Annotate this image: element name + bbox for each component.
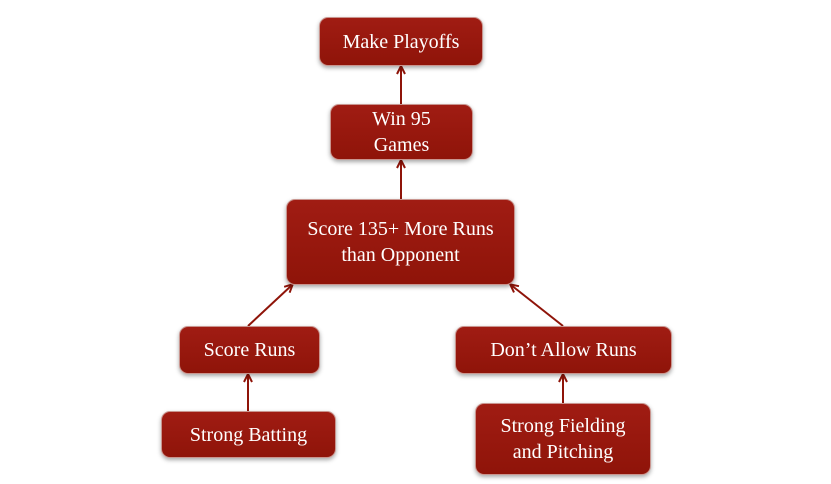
node-label: Score 135+ More Runs than Opponent (307, 218, 494, 266)
node-strong-batting: Strong Batting (161, 411, 336, 458)
arrow-allow-to-score (511, 285, 564, 327)
node-label: Score Runs (203, 339, 296, 361)
node-strong-fielding-pitching: Strong Fielding and Pitching (475, 403, 651, 475)
node-dont-allow-runs: Don’t Allow Runs (455, 326, 672, 374)
node-score-runs: Score Runs (179, 326, 320, 374)
node-label: Make Playoffs (342, 30, 460, 53)
node-win-95-games: Win 95 Games (330, 104, 473, 160)
node-label: Strong Batting (189, 423, 308, 446)
node-label: Strong Fielding and Pitching (500, 415, 626, 463)
node-label: Don’t Allow Runs (490, 339, 637, 361)
node-score-135-more-runs: Score 135+ More Runs than Opponent (286, 199, 515, 285)
node-make-playoffs: Make Playoffs (319, 17, 483, 66)
node-label: Win 95 Games (372, 108, 431, 156)
arrow-runs-to-score (247, 285, 292, 327)
